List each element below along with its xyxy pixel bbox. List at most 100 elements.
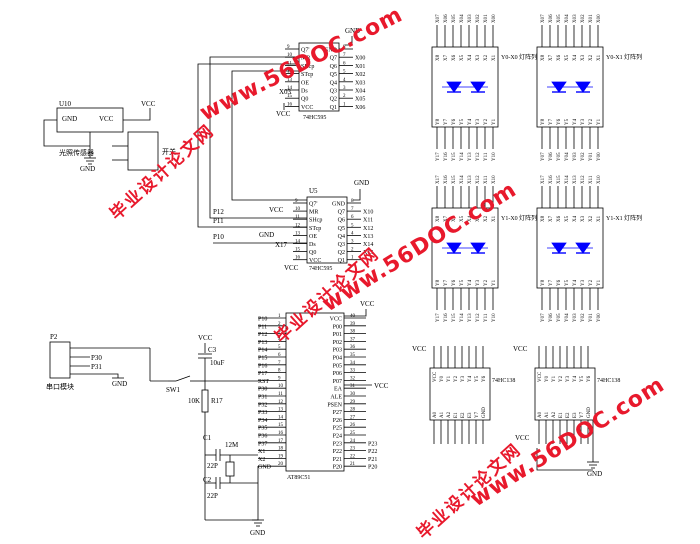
net-label: Y12: [476, 313, 481, 322]
pin-label: A0: [433, 411, 438, 418]
pin-label: Y7: [444, 118, 449, 125]
net-label: Y16: [444, 313, 449, 322]
pin-label: X5: [565, 215, 570, 222]
net-label: X11: [589, 175, 594, 184]
pin-number: 8: [351, 199, 354, 204]
net-label: Y16: [444, 152, 449, 161]
led-panel: Y1-X1 灯阵列X17Y07X8Y8X16Y06X7Y7X15Y05X6Y6X…: [536, 175, 642, 322]
pin-label: Y8: [436, 118, 441, 125]
net-x17: X17: [275, 241, 288, 249]
pin-label: Y1: [597, 279, 602, 286]
mcu-vcc: VCC: [360, 300, 375, 308]
pin-number: 14: [287, 86, 293, 91]
pin-label: Y1: [447, 375, 452, 382]
pin-number: 21: [350, 462, 356, 467]
pin-number: 1: [278, 314, 281, 319]
crystal-value: 12M: [225, 441, 239, 449]
net-label: X13: [468, 175, 473, 184]
pin-label: Y5: [580, 375, 585, 382]
pin-number: 12: [295, 223, 301, 228]
pin-number: 13: [295, 231, 301, 236]
pin-label: Q4: [330, 80, 337, 86]
hc595-upper-gnd: GND: [345, 27, 360, 35]
pin-number: 16: [278, 431, 284, 436]
net-label: X06: [549, 14, 554, 23]
pin-label: Q1: [338, 258, 345, 264]
led-panels: Y0-X0 灯阵列X07Y17X8Y8X06Y16X7Y7X05Y15X6Y6X…: [431, 14, 642, 322]
pin-number: 17: [278, 439, 284, 444]
shift-register-upper: Q7'9MR10SHcp11STcp12OE13Ds14Q015VCC16GND…: [276, 27, 365, 121]
pin-number: 38: [350, 330, 356, 335]
pin-number: 4: [351, 231, 354, 236]
pin-label: SHcp: [301, 64, 314, 70]
net-label: X05: [452, 14, 457, 23]
pin-label: Q7': [309, 202, 317, 208]
net-p12: P12: [213, 208, 224, 216]
mcu-pin-label: P12: [258, 332, 267, 338]
pin-label: E3: [573, 412, 578, 418]
hc595-lower-vcc: VCC: [284, 264, 299, 272]
mcu-pin-label: PSEN: [327, 402, 342, 408]
pin-number: 33: [350, 369, 356, 374]
net-label: X05: [355, 97, 365, 103]
header-caption: 串口模块: [46, 382, 74, 391]
mcu-pin-label: P15: [258, 356, 267, 362]
net-label: X03: [355, 80, 365, 86]
mcu-pin-label: X2: [258, 457, 265, 463]
net-label: Y17: [436, 152, 441, 161]
net-label: X05: [557, 14, 562, 23]
reset-circuit: VCC C3 10uF SW1 R17 10K C1 12M 22P C2 22…: [166, 334, 265, 537]
pin-label: Y1: [552, 375, 557, 382]
pin-label: Y3: [461, 375, 466, 382]
pin-number: 36: [350, 345, 356, 350]
mcu-pin-label: P17: [258, 371, 267, 377]
pin-number: 15: [295, 248, 301, 253]
pin-label: A1: [545, 411, 550, 418]
pin-number: 8: [278, 369, 281, 374]
pin-label: X4: [468, 54, 473, 61]
pin-label: X4: [468, 215, 473, 222]
mcu-pin-label: P05: [333, 363, 342, 369]
pin-number: 23: [350, 447, 356, 452]
pin-label: Q5: [338, 226, 345, 232]
led-panel: Y0-X0 灯阵列X07Y17X8Y8X06Y16X7Y7X05Y15X6Y6X…: [431, 14, 537, 161]
mcu-pin-label: P21: [333, 457, 342, 463]
net-label: X12: [363, 226, 373, 232]
led-panel-body: [536, 207, 604, 289]
mcu-pin-label: P35: [258, 426, 267, 432]
pin-number: 24: [350, 439, 356, 444]
pin-number: 34: [350, 361, 356, 366]
pin-number: 15: [287, 94, 293, 99]
pin-label: A0: [538, 411, 543, 418]
shift-register-lower: Q7'9MR10SHcp11STcp12OE13Ds14Q015VCC16GND…: [197, 56, 373, 272]
pin-label: MR: [309, 210, 318, 216]
pin-label: Y7: [549, 118, 554, 125]
pin-label: X1: [492, 54, 497, 61]
pin-label: Y6: [587, 375, 592, 382]
net-label: Y04: [565, 152, 570, 161]
hc595-upper-part: 74HC595: [303, 115, 326, 121]
pin-label: X5: [460, 54, 465, 61]
reset-gnd: GND: [250, 529, 265, 537]
net-label: Y00: [597, 313, 602, 322]
mcu-pin-label: P26: [333, 418, 342, 424]
pin-label: SHcp: [309, 218, 322, 224]
pin-number: 3: [278, 330, 281, 335]
pin-number: 7: [351, 207, 354, 212]
net-label: Y02: [581, 152, 586, 161]
pin-number: 15: [278, 423, 284, 428]
led-panel-title: Y0-X1 灯阵列: [606, 53, 642, 61]
c2-value: 22P: [207, 492, 218, 500]
net-label: X16: [444, 175, 449, 184]
pin-label: Q4: [338, 234, 345, 240]
pin-number: 7: [343, 53, 346, 58]
pin-number: 13: [278, 408, 284, 413]
pin-label: X3: [476, 215, 481, 222]
net-label: Y00: [597, 152, 602, 161]
net-label: X16: [549, 175, 554, 184]
mcu-pin-label: P02: [333, 340, 342, 346]
mcu-pin-label: P33: [258, 410, 267, 416]
pin-label: X7: [444, 54, 449, 61]
mcu-pin-label: P04: [333, 356, 342, 362]
